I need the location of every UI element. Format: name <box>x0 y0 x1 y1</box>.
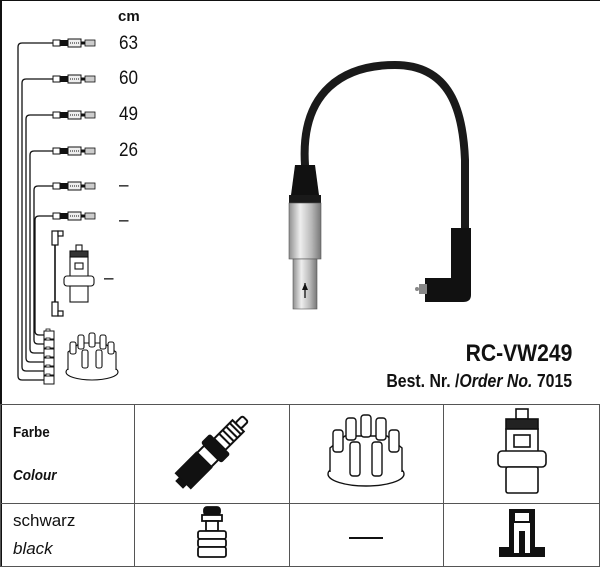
lead-length-5: – <box>119 175 129 196</box>
legend-row-icons: Farbe Colour <box>0 404 600 504</box>
legend-header-cell: Farbe Colour <box>0 404 135 504</box>
unit-label: cm <box>118 8 140 25</box>
boot-cap <box>291 165 319 195</box>
diagram-area: cm 63 60 49 26 – – – <box>17 8 572 392</box>
legend-cell-coil-boot <box>443 503 600 567</box>
connector-symbols <box>43 38 119 385</box>
legend-cell-no-connector <box>288 503 445 567</box>
ignition-lead-illustration <box>288 60 471 310</box>
lead-plug-2 <box>52 74 96 84</box>
lead-length-1: 63 <box>119 33 139 54</box>
legend-header-de: Farbe <box>13 424 50 441</box>
lead-plug-1 <box>52 38 96 48</box>
lead-length-2: 60 <box>119 68 139 89</box>
legend-table: Farbe Colour <box>0 404 600 567</box>
order-label-de: Best. Nr. / <box>386 371 460 391</box>
ignition-coil-icon <box>496 407 547 494</box>
legend-cell-straight-boot <box>133 503 290 567</box>
legend-colour-cell: schwarz black <box>0 503 135 567</box>
lead-plug-4 <box>52 146 96 156</box>
colour-en: black <box>13 539 53 558</box>
lead-plug-5 <box>52 181 96 191</box>
no-connector-dash <box>349 537 384 539</box>
lead-plug-3 <box>52 110 96 120</box>
lead-length-3: 49 <box>119 104 139 125</box>
straight-boot-icon <box>196 505 227 558</box>
wiring-schematic <box>17 42 53 381</box>
lead-length-4: 26 <box>119 140 139 161</box>
angled-boot <box>425 228 471 302</box>
product-model: RC-VW249 <box>465 340 572 367</box>
order-number-line: Best. Nr. /Order No. 7015 <box>386 371 572 392</box>
order-label-en: Order No. <box>459 371 533 391</box>
legend-cell-distributor-cap <box>288 404 445 504</box>
small-distributor-cap-icon <box>65 332 119 381</box>
legend-cell-spark-plug <box>133 404 290 504</box>
legend-header-en: Colour <box>13 467 57 484</box>
lead-plug-6 <box>52 211 96 221</box>
legend-row-colour: schwarz black <box>0 503 600 567</box>
lead-length-6: – <box>119 210 129 231</box>
colour-de: schwarz <box>13 511 76 530</box>
legend-cell-ignition-coil <box>443 404 600 504</box>
coil-lead-length: – <box>104 268 114 289</box>
order-number: 7015 <box>536 371 572 391</box>
coil-boot-icon <box>498 508 545 557</box>
distributor-cap-icon <box>327 413 406 487</box>
small-coil-icon <box>63 244 95 303</box>
spark-plug-icon <box>174 415 248 489</box>
